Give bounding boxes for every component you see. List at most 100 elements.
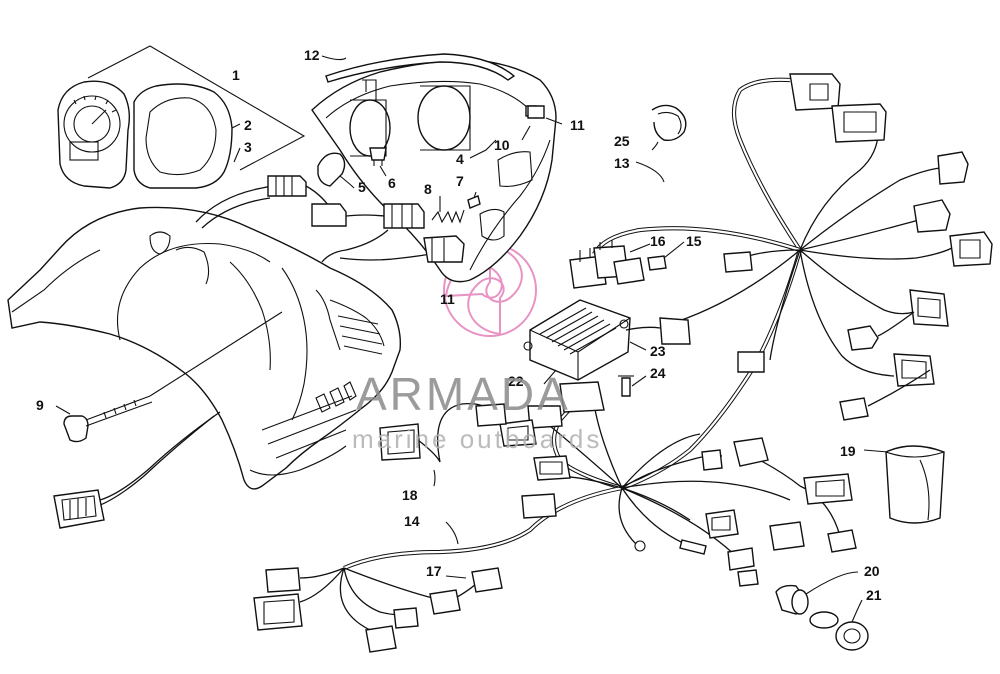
lower-connector-9 xyxy=(803,473,853,505)
lower-connector-13 xyxy=(265,567,301,593)
lower-connector-11 xyxy=(827,529,857,553)
watermark-tagline: marine outboards xyxy=(352,424,602,454)
leader-25 xyxy=(651,141,659,151)
leader-17 xyxy=(445,575,467,579)
harness-connector-mid-4 xyxy=(839,397,869,421)
regulator-screw xyxy=(618,375,634,397)
harness-connector-mid-2 xyxy=(847,325,879,351)
leader-10-11 xyxy=(521,117,563,141)
callout-21: 21 xyxy=(866,587,882,603)
callout-1: 1 xyxy=(232,67,240,83)
ring-terminal xyxy=(634,540,646,552)
callout-4: 4 xyxy=(456,151,464,167)
callout-6: 6 xyxy=(388,175,396,191)
callout-17: 17 xyxy=(426,563,442,579)
harness-connector-right-1 xyxy=(831,103,887,143)
retaining-clip xyxy=(527,105,545,119)
leader-9 xyxy=(55,405,71,415)
lower-connector-16 xyxy=(365,625,397,653)
leader-15-16 xyxy=(629,241,685,259)
callout-7: 7 xyxy=(456,173,464,189)
lower-connector-14 xyxy=(253,593,303,631)
front-hood-panel xyxy=(7,206,402,490)
callout-2: 2 xyxy=(244,117,252,133)
sensor-probe xyxy=(63,395,153,443)
lower-connector-7 xyxy=(701,449,723,471)
leader-20-21 xyxy=(805,571,863,623)
leader-2-3 xyxy=(231,123,241,163)
harness-branch-right xyxy=(867,311,931,407)
callout-23: 23 xyxy=(650,343,666,359)
harness-connector-left-small xyxy=(723,251,753,273)
callout-14: 14 xyxy=(404,513,420,529)
leader-1 xyxy=(87,45,306,171)
washer xyxy=(809,611,839,629)
sub-harness-17 xyxy=(429,567,503,615)
callout-22: 22 xyxy=(508,373,524,389)
lower-connector-6 xyxy=(733,437,769,467)
fuse xyxy=(647,255,667,271)
callout-20: 20 xyxy=(864,563,880,579)
harness-connector-mid-5 xyxy=(737,351,765,373)
lower-connector-5 xyxy=(521,493,557,519)
regulator-connector xyxy=(625,317,691,345)
callout-8: 8 xyxy=(424,181,432,197)
end-cap xyxy=(835,621,869,651)
harness-connector-mid-3 xyxy=(893,353,935,387)
callout-19: 19 xyxy=(840,443,856,459)
lower-connector-3 xyxy=(499,419,537,447)
watermark: ARMADA marine outboards xyxy=(352,368,602,454)
gauge-bezel xyxy=(133,83,233,189)
callout-10: 10 xyxy=(494,137,510,153)
lower-connector-10 xyxy=(769,521,805,551)
callout-16: 16 xyxy=(650,233,666,249)
voltage-regulator xyxy=(523,299,631,381)
harness-sleeve xyxy=(885,445,945,524)
headlight-bulb xyxy=(369,147,387,166)
headlight-harness xyxy=(195,175,465,263)
leader-4 xyxy=(469,139,497,159)
harness-connector-right-3 xyxy=(913,199,951,233)
callout-24: 24 xyxy=(650,365,666,381)
adjuster-spring xyxy=(431,209,465,224)
callout-25: 25 xyxy=(614,133,630,149)
bulb-socket xyxy=(317,152,346,187)
lower-connector-12 xyxy=(727,547,759,587)
callout-3: 3 xyxy=(244,139,252,155)
speedometer-gauge xyxy=(57,80,131,189)
lower-connector-4 xyxy=(533,455,571,481)
clamp-ring xyxy=(651,104,687,142)
leader-7-8 xyxy=(439,191,477,212)
lower-connector-15 xyxy=(393,607,419,629)
leader-18 xyxy=(433,469,436,487)
callout-5: 5 xyxy=(358,179,366,195)
harness-connector-mid-1 xyxy=(909,289,949,327)
harness-connector-right-4 xyxy=(949,231,993,267)
connector-18 xyxy=(379,402,507,463)
leader-14 xyxy=(445,521,459,545)
harness-connector-right-2 xyxy=(937,151,969,185)
leader-22-23-24 xyxy=(543,341,647,387)
grommet xyxy=(775,584,809,615)
leader-hood xyxy=(149,311,283,397)
callout-12: 12 xyxy=(304,47,320,63)
callout-15: 15 xyxy=(686,233,702,249)
main-wiring-harness xyxy=(592,77,953,490)
leader-12 xyxy=(321,55,347,61)
leader-5-6 xyxy=(339,165,387,189)
watermark-brand: ARMADA xyxy=(356,368,571,420)
diagnostic-connector xyxy=(53,411,221,529)
callout-11-bottom: 11 xyxy=(440,291,455,307)
callout-18: 18 xyxy=(402,487,418,503)
lower-connector-1 xyxy=(559,381,605,413)
leader-13 xyxy=(635,161,665,183)
callout-13: 13 xyxy=(614,155,630,171)
bullet-terminal xyxy=(679,539,707,555)
leader-19 xyxy=(863,449,889,453)
lower-connector-8 xyxy=(705,509,739,539)
callout-9: 9 xyxy=(36,397,44,413)
headlight-housing xyxy=(311,59,557,283)
trim-strip xyxy=(325,53,516,83)
relay-cluster xyxy=(569,240,645,289)
